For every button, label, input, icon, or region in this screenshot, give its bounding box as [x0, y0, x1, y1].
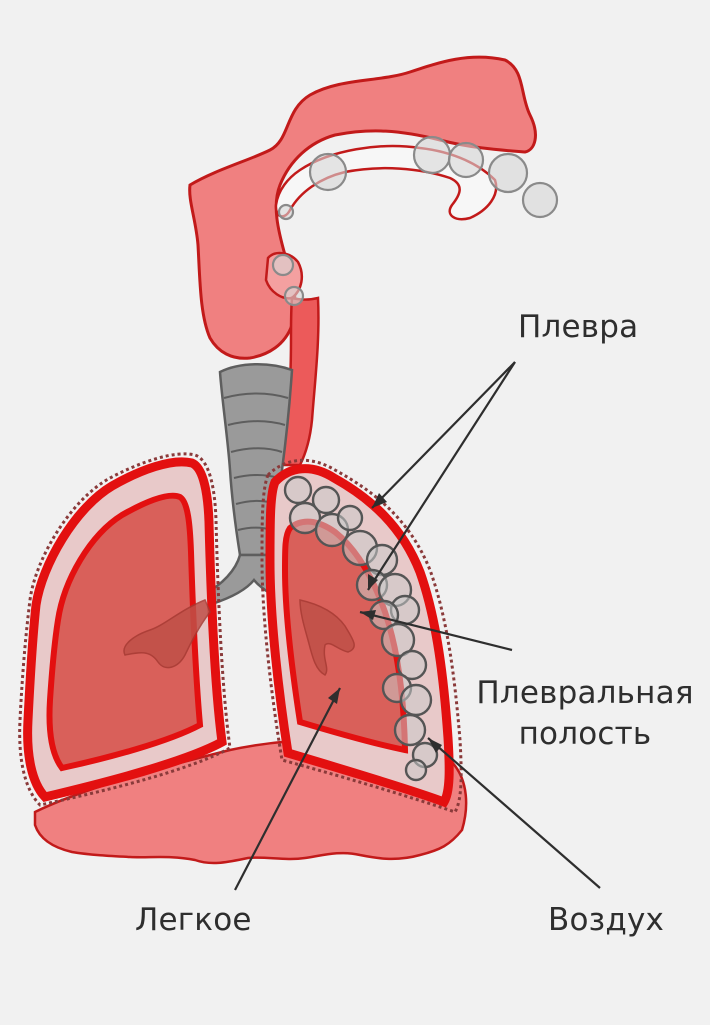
label-air: Воздух [548, 905, 664, 936]
label-pleural-cavity-line2: полость [465, 719, 705, 750]
label-pleural-cavity: Плевральная полость [465, 678, 705, 750]
label-pleural-cavity-line1: Плевральная [465, 678, 705, 709]
label-pleura: Плевра [518, 312, 638, 343]
label-lung: Легкое [135, 905, 252, 936]
air-bubbles-mouth [273, 137, 557, 305]
left-lung [20, 454, 230, 805]
pleura-leader-outer [372, 362, 515, 508]
pleura-leader-inner [368, 362, 515, 590]
